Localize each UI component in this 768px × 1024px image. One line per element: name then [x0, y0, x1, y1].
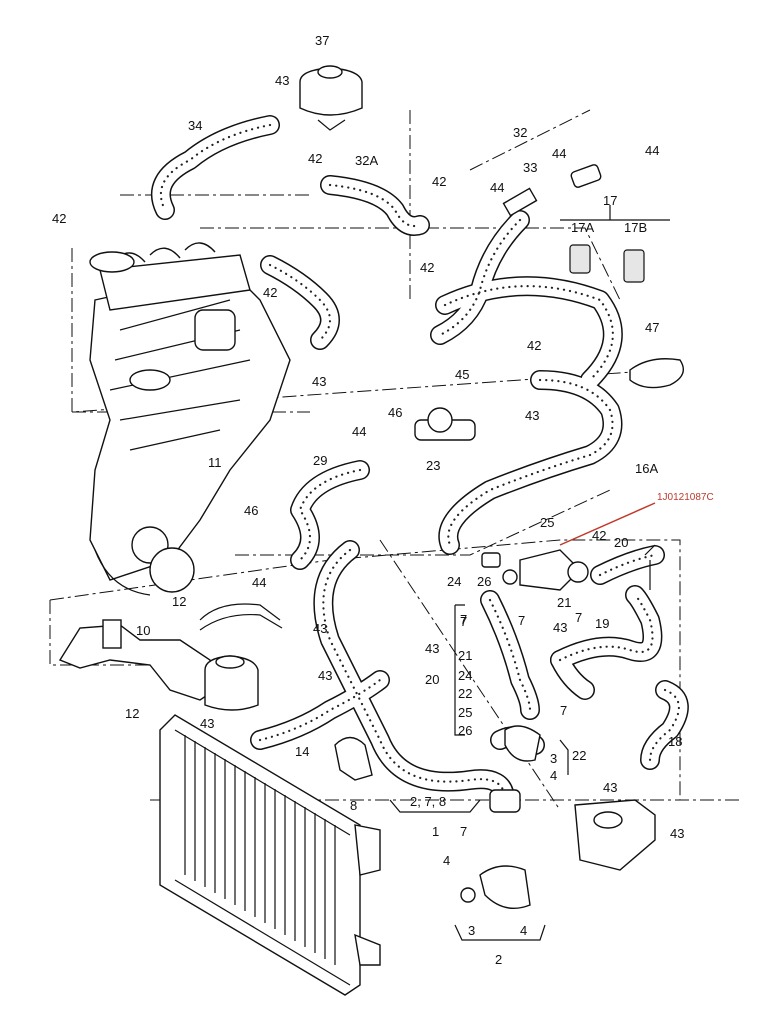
- callout-44: 44: [490, 180, 504, 195]
- callout-34: 34: [188, 118, 202, 133]
- callout-44: 44: [352, 424, 366, 439]
- oil-cooler: [574, 799, 656, 871]
- callout-33: 33: [523, 160, 537, 175]
- clamps-17: [560, 205, 670, 283]
- callout-43: 43: [525, 408, 539, 423]
- callout-4: 4: [520, 923, 527, 938]
- callout-4: 4: [443, 853, 450, 868]
- callout-17A: 17A: [571, 220, 594, 235]
- callout-16A: 16A: [635, 461, 658, 476]
- callout-12: 12: [172, 594, 186, 609]
- callout-43: 43: [275, 73, 289, 88]
- callout-43: 43: [200, 716, 214, 731]
- radiator: [159, 714, 381, 996]
- reference-leader: [559, 502, 656, 546]
- callout-8: 8: [350, 798, 357, 813]
- callout-12: 12: [125, 706, 139, 721]
- callout-45: 45: [455, 367, 469, 382]
- callout-14: 14: [295, 744, 309, 759]
- callout-group-20: 20 7 21 24 22 25 26: [425, 614, 472, 738]
- callout-7: 7: [518, 613, 525, 628]
- callout-42: 42: [432, 174, 446, 189]
- callout-46: 46: [244, 503, 258, 518]
- fittings: [414, 164, 602, 909]
- callout-43: 43: [425, 641, 439, 656]
- callout-43: 43: [603, 780, 617, 795]
- callout-43: 43: [318, 668, 332, 683]
- callout-44: 44: [252, 575, 266, 590]
- callout-7: 7: [460, 824, 467, 839]
- callout-43: 43: [553, 620, 567, 635]
- hose-clamp-47: [629, 358, 684, 389]
- callout-23: 23: [426, 458, 440, 473]
- callout-3: 3: [550, 751, 557, 766]
- callout-1: 1: [432, 824, 439, 839]
- callout-18: 18: [668, 734, 682, 749]
- callout-17B: 17B: [624, 220, 647, 235]
- callout-44: 44: [552, 146, 566, 161]
- callout-32A: 32A: [355, 153, 378, 168]
- callout-42: 42: [420, 260, 434, 275]
- callout-4: 4: [550, 768, 557, 783]
- callout-42: 42: [308, 151, 322, 166]
- callout-3: 3: [468, 923, 475, 938]
- callout-20: 20: [614, 535, 628, 550]
- callout-10: 10: [136, 623, 150, 638]
- callout-42: 42: [592, 528, 606, 543]
- group-item: 22: [458, 686, 472, 701]
- callout-47: 47: [645, 320, 659, 335]
- callout-2: 2: [495, 952, 502, 967]
- expansion-tank: [299, 65, 363, 131]
- group-label: 20: [425, 672, 439, 687]
- callout-44: 44: [645, 143, 659, 158]
- callout-43: 43: [670, 826, 684, 841]
- group-item: 25: [458, 705, 472, 720]
- reservoir: [204, 655, 259, 711]
- callout-22: 22: [572, 748, 586, 763]
- callout-21: 21: [557, 595, 571, 610]
- callout-labels: 37 43 34 32 42 32A 33 44 44 44 42 42 17 …: [52, 33, 684, 967]
- grouping-brackets: [389, 544, 656, 941]
- hose-texture: [159, 123, 680, 802]
- callout-43: 43: [312, 374, 326, 389]
- engine-block: [89, 242, 291, 596]
- callout-32: 32: [513, 125, 527, 140]
- callout-43: 43: [313, 621, 327, 636]
- group-item: 26: [458, 723, 472, 738]
- part-reference-label: 1J0121087C: [657, 492, 714, 503]
- callout-24: 24: [447, 574, 461, 589]
- group-item: 7: [460, 614, 467, 629]
- bracket-8: [334, 736, 373, 781]
- callout-29: 29: [313, 453, 327, 468]
- callout-42: 42: [527, 338, 541, 353]
- callout-46: 46: [388, 405, 402, 420]
- callout-17: 17: [603, 193, 617, 208]
- callout-7: 7: [575, 610, 582, 625]
- callout-19: 19: [595, 616, 609, 631]
- callout-7: 7: [460, 612, 467, 627]
- callout-25: 25: [540, 515, 554, 530]
- group-item: 24: [458, 668, 472, 683]
- callout-2-7-8: 2, 7, 8: [410, 794, 446, 809]
- callout-42: 42: [52, 211, 66, 226]
- callout-7: 7: [560, 703, 567, 718]
- callout-42: 42: [263, 285, 277, 300]
- callout-11: 11: [208, 455, 222, 470]
- group-item: 21: [458, 648, 472, 663]
- callout-37: 37: [315, 33, 329, 48]
- callout-26: 26: [477, 574, 491, 589]
